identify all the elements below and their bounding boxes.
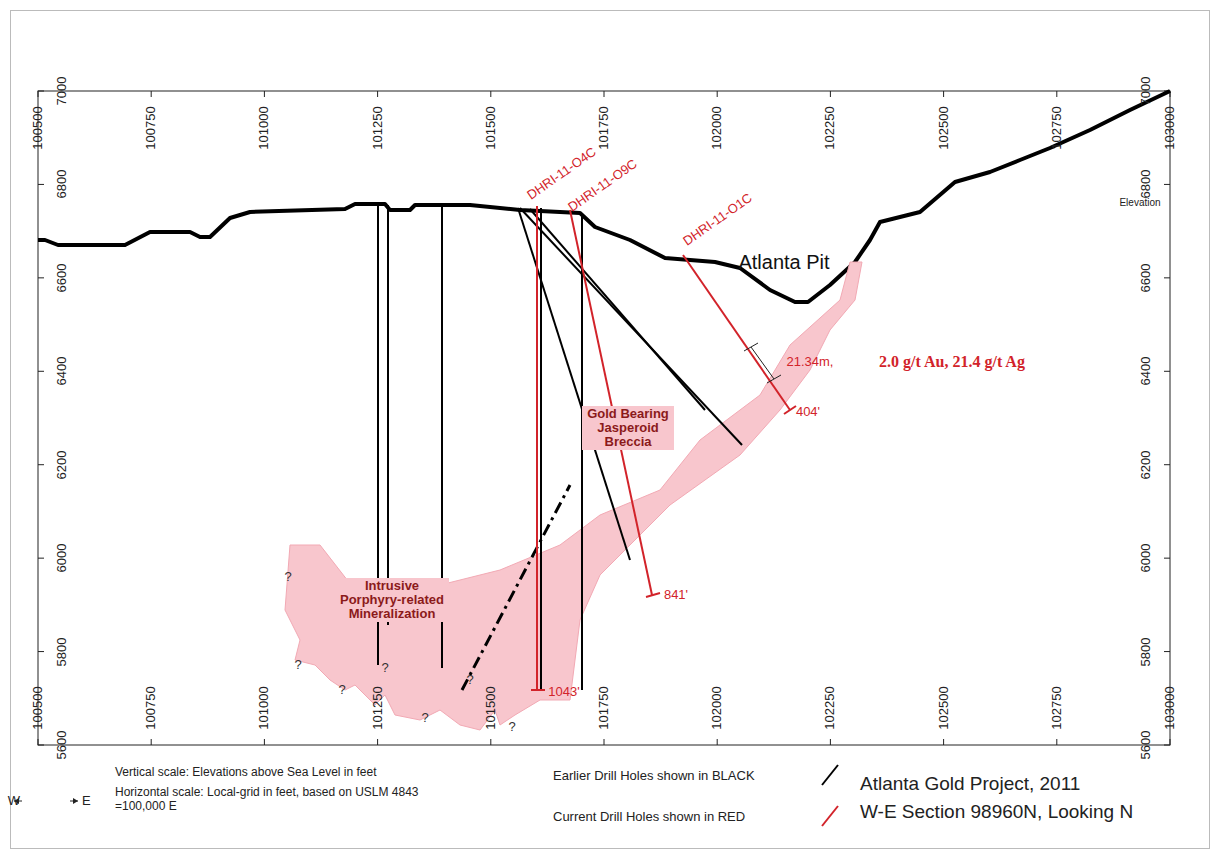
axis-label: 103000: [1163, 686, 1178, 729]
query-mark: ?: [381, 661, 388, 676]
diagram-title: Atlanta Gold Project, 2011: [860, 773, 1080, 795]
axis-label: 101500: [483, 106, 498, 149]
axis-label: 7000: [55, 77, 70, 106]
legend-text: Current Drill Holes shown in RED: [553, 810, 745, 825]
axis-label: 100500: [31, 106, 46, 149]
axis-label: 100750: [144, 106, 159, 149]
axis-label: 102250: [823, 686, 838, 729]
axis-label: 6400: [55, 357, 70, 386]
axis-label: 7000: [1139, 77, 1154, 106]
scale-note: Vertical scale: Elevations above Sea Lev…: [115, 766, 455, 780]
query-mark: ?: [466, 673, 473, 688]
axis-label: 101500: [483, 686, 498, 729]
assay-label: 2.0 g/t Au, 21.4 g/t Ag: [879, 353, 1025, 371]
mineralized-zone: Gold Bearing Jasperoid BrecciaIntrusive …: [268, 255, 868, 745]
direction-label: E: [82, 794, 91, 809]
axis-label: 103000: [1163, 106, 1178, 149]
axis-label: 6400: [1139, 357, 1154, 386]
drill-label: 404': [796, 405, 820, 420]
section-label: W-E Section 98960N, Looking N: [860, 801, 1133, 823]
axis-label: 102750: [1049, 686, 1064, 729]
axis-label: 6000: [1139, 544, 1154, 573]
axis-label: 102000: [710, 686, 725, 729]
query-mark: ?: [294, 658, 301, 673]
legend-text: Earlier Drill Holes shown in BLACK: [553, 769, 755, 784]
drill-label: DHRI-11-O1C: [681, 191, 756, 250]
axis-label: 6200: [1139, 450, 1154, 479]
axis-label: 5800: [1139, 637, 1154, 666]
axis-label: 101000: [257, 686, 272, 729]
axis-label: 5600: [55, 731, 70, 760]
scale-note: Horizontal scale: Local-grid in feet, ba…: [115, 786, 445, 814]
drill-label: 841': [664, 588, 688, 603]
query-mark: ?: [284, 570, 291, 585]
axis-label: 101000: [257, 106, 272, 149]
axis-label: 102750: [1049, 106, 1064, 149]
drill-label: 1043': [548, 685, 579, 700]
direction-label: W: [8, 794, 20, 809]
axis-label: 6800: [1139, 170, 1154, 199]
axis-label: 100500: [31, 686, 46, 729]
axis-label: 6000: [55, 544, 70, 573]
zone-label: Intrusive Porphyry-related Mineralizatio…: [335, 578, 449, 623]
axis-label: 101750: [597, 106, 612, 149]
axis-label: 6200: [55, 450, 70, 479]
axis-label: 102500: [936, 686, 951, 729]
axis-label: 102000: [710, 106, 725, 149]
query-mark: ?: [421, 711, 428, 726]
axis-label: 102250: [823, 106, 838, 149]
zone-outline: [268, 255, 868, 745]
axis-label: 5600: [1139, 731, 1154, 760]
pit-label: Atlanta Pit: [738, 251, 829, 274]
drill-label: 21.34m,: [787, 355, 834, 370]
axis-title: Elevation: [1119, 197, 1160, 209]
axis-label: 101250: [370, 106, 385, 149]
query-mark: ?: [338, 683, 345, 698]
axis-label: 101750: [597, 686, 612, 729]
axis-label: 6800: [55, 170, 70, 199]
axis-label: 5800: [55, 637, 70, 666]
query-mark: ?: [508, 720, 515, 735]
axis-label: 102500: [936, 106, 951, 149]
axis-label: 6600: [55, 263, 70, 292]
axis-label: 6600: [1139, 263, 1154, 292]
axis-label: 100750: [144, 686, 159, 729]
zone-label: Gold Bearing Jasperoid Breccia: [582, 406, 674, 451]
axis-label: 101250: [370, 686, 385, 729]
